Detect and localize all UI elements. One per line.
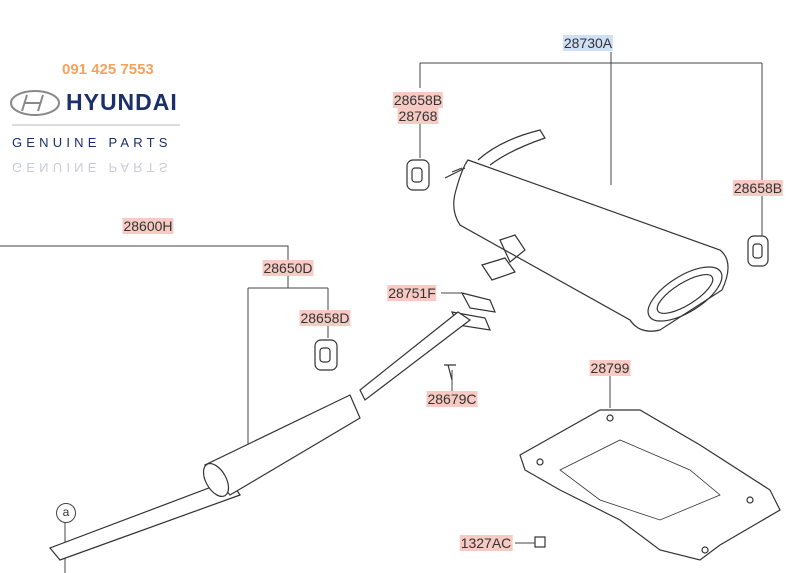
tagline-reflection: GENUINE PARTS [12, 160, 172, 175]
reference-a-marker: a [56, 503, 76, 523]
brand-name: HYUNDAI [66, 89, 178, 115]
exhaust-pipe [48, 311, 472, 561]
callout-1327ac[interactable]: 1327AC [459, 535, 513, 551]
rubber-hanger [747, 235, 769, 267]
tagline: GENUINE PARTS [12, 135, 172, 150]
rear-muffler [444, 129, 729, 332]
heat-protector [519, 409, 781, 561]
callout-28658d[interactable]: 28658D [299, 310, 351, 326]
leader-lines [0, 52, 763, 573]
callout-28799[interactable]: 28799 [589, 360, 631, 376]
bolt [444, 364, 456, 381]
rubber-hanger [314, 339, 338, 371]
hyundai-emblem-icon [10, 90, 60, 116]
callout-28679c[interactable]: 28679C [426, 391, 478, 407]
nut [534, 536, 546, 548]
rubber-hanger [406, 159, 430, 191]
callout-28768[interactable]: 28768 [397, 108, 439, 124]
callout-28658b-right[interactable]: 28658B [732, 180, 784, 196]
callout-28658b-left[interactable]: 28658B [392, 92, 444, 108]
callout-28730a[interactable]: 28730A [562, 35, 614, 51]
callout-28650d[interactable]: 28650D [262, 260, 314, 276]
gasket [460, 292, 496, 313]
callout-28751f[interactable]: 28751F [387, 285, 437, 301]
callout-28600h[interactable]: 28600H [122, 218, 174, 234]
phone-number: 091 425 7553 [62, 61, 154, 78]
